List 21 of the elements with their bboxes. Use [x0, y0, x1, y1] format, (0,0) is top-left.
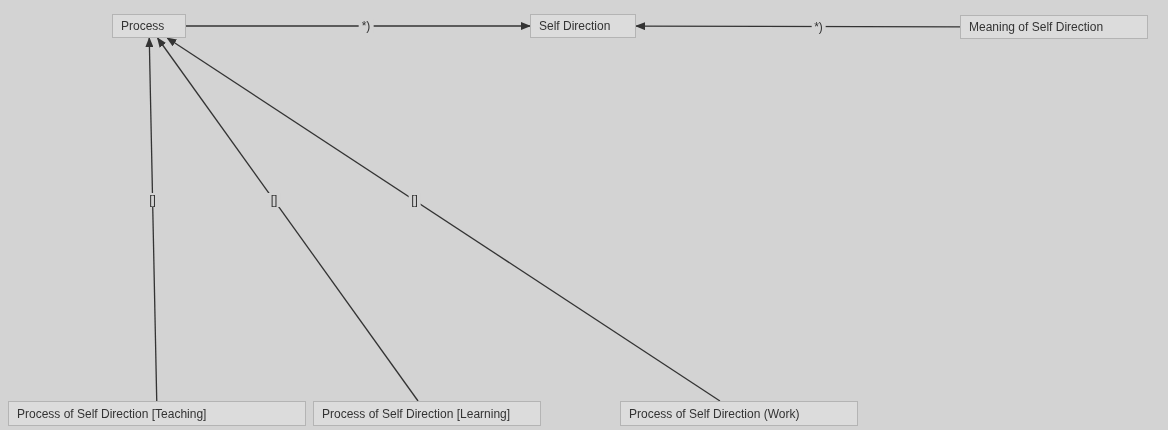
process-box	[620, 401, 858, 426]
arrow	[166, 37, 721, 402]
process-box	[313, 401, 541, 426]
edge-label: *)	[811, 19, 826, 34]
process-box	[960, 15, 1148, 39]
node-label: Process of Self Direction (Work)	[629, 406, 800, 421]
node-label: Process	[121, 19, 165, 33]
edge-label: []	[267, 193, 281, 208]
arrow	[185, 22, 531, 30]
edge-label: *)	[358, 19, 374, 33]
node-label: Self Direction	[539, 19, 611, 33]
process-box	[8, 401, 306, 426]
arrow	[145, 37, 158, 402]
process-box	[530, 14, 636, 38]
node-label: Process of Self Direction [Teaching]	[17, 406, 207, 421]
node-label: Meaning of Self Direction	[969, 20, 1104, 34]
edge-label: []	[408, 193, 421, 208]
arrow	[635, 22, 961, 31]
process-box	[112, 14, 186, 38]
arrow	[156, 37, 419, 402]
node-label: Process of Self Direction [Learning]	[322, 406, 511, 421]
